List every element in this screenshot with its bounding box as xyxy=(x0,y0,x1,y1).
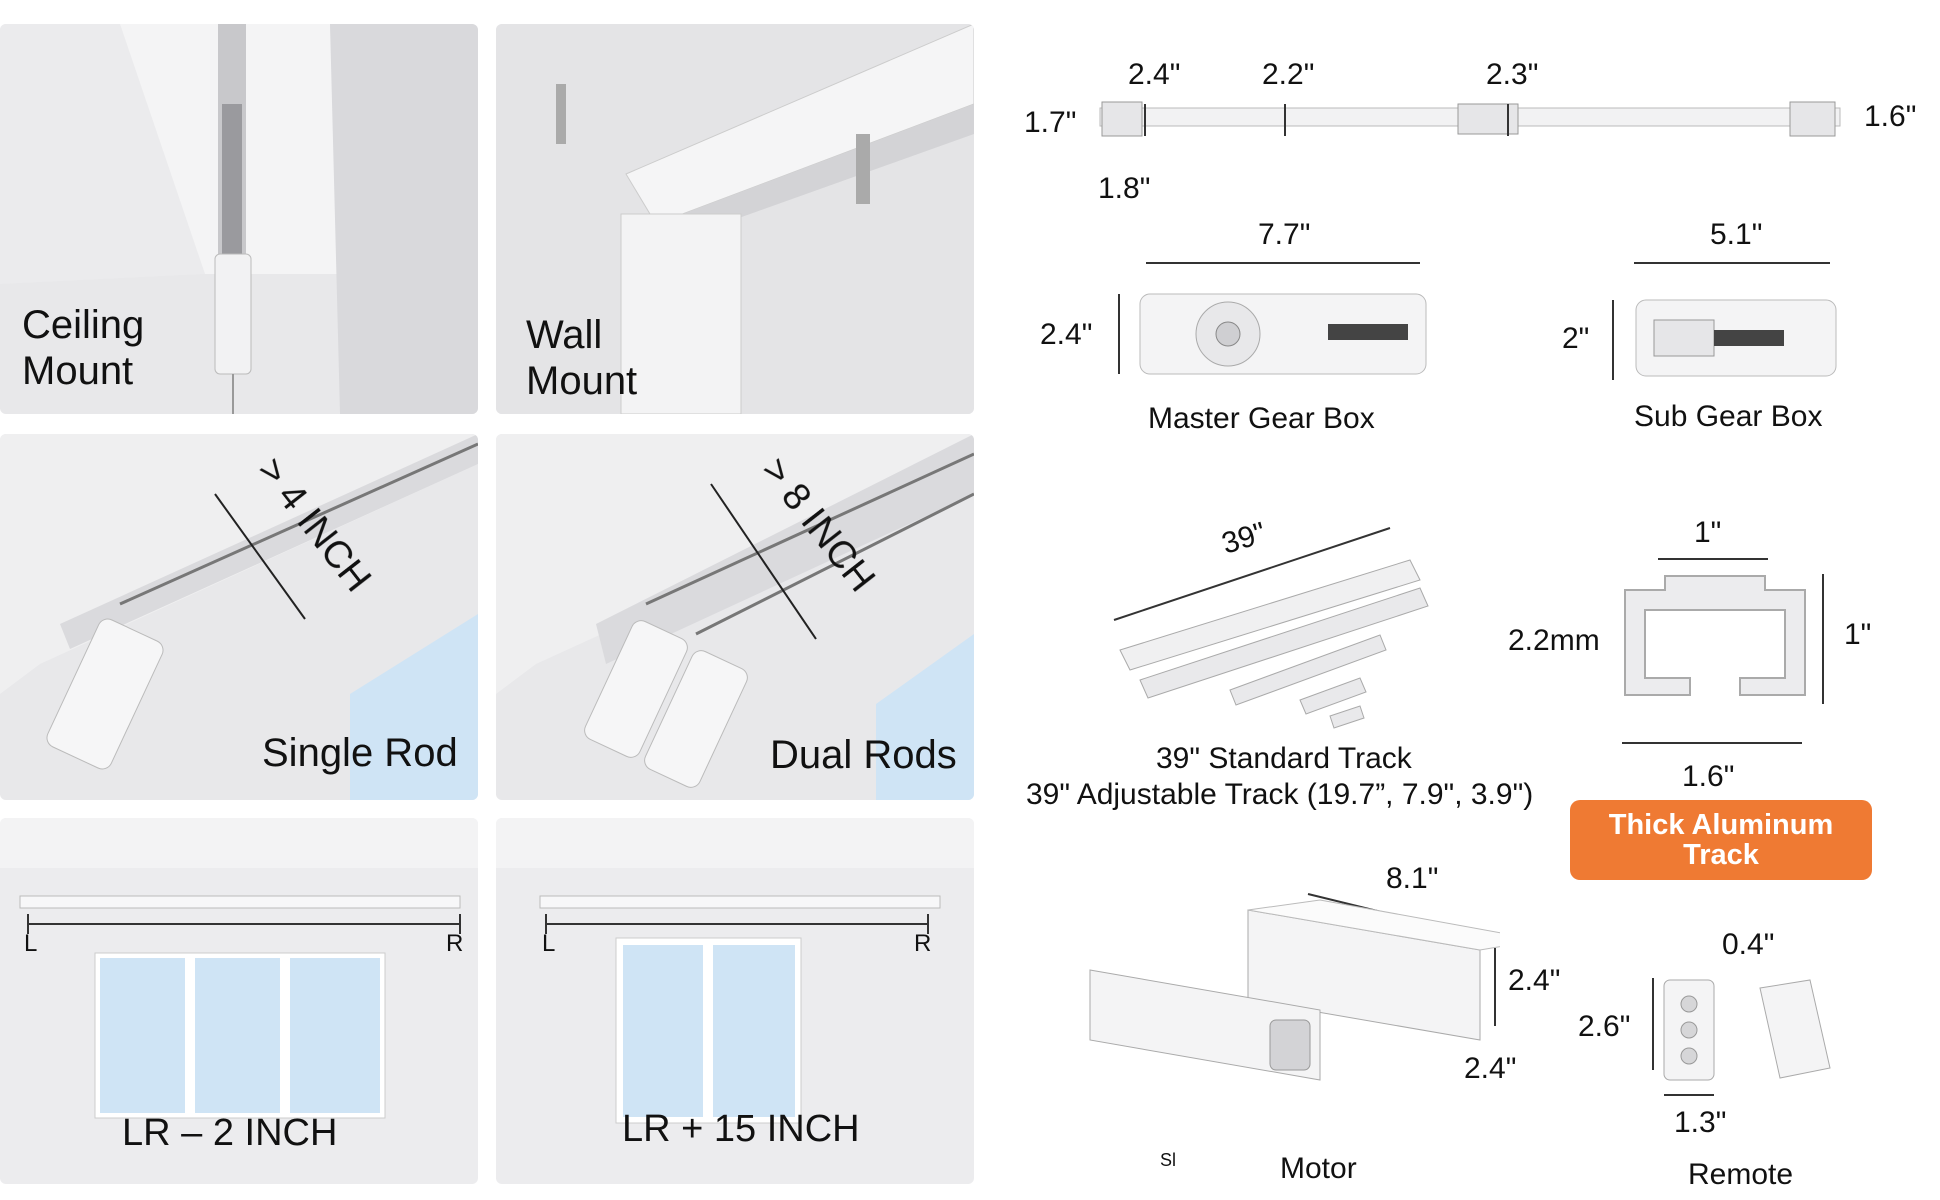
motor-label: Motor xyxy=(1280,1152,1357,1185)
ceiling-mount-illustration xyxy=(0,24,478,414)
sub-gear-box-image xyxy=(1635,299,1837,377)
rail-right-height: 1.6" xyxy=(1864,100,1917,133)
motor-image xyxy=(1089,893,1500,1081)
master-height: 2.4" xyxy=(1040,318,1093,351)
remote-width: 1.3" xyxy=(1674,1106,1727,1139)
single-rod-panel: > 4 INCH Single Rod xyxy=(0,434,478,800)
sub-width: 5.1" xyxy=(1710,218,1763,251)
wall-mount-illustration xyxy=(496,24,974,414)
motor-small-text: Sl xyxy=(1160,1150,1177,1170)
track-pieces-image xyxy=(1113,527,1429,729)
rail-dim-2: 2.2" xyxy=(1262,58,1315,91)
sub-gear-box-label: Sub Gear Box xyxy=(1634,400,1823,433)
lr-minus-panel: L R LR – 2 INCH xyxy=(0,818,478,1184)
master-gear-box-label: Master Gear Box xyxy=(1148,402,1375,435)
remote-label: Remote xyxy=(1688,1158,1794,1191)
motor-length: 8.1" xyxy=(1386,862,1439,895)
remote-height: 2.6" xyxy=(1578,1010,1631,1043)
motor-depth: 2.4" xyxy=(1464,1052,1517,1085)
wall-mount-label: Wall Mount xyxy=(526,313,638,403)
right-marker-2: R xyxy=(914,930,932,957)
dual-rods-panel: > 8 INCH Dual Rods xyxy=(496,434,974,800)
wall-mount-panel: Wall Mount xyxy=(496,24,974,414)
remote-image xyxy=(1663,979,1831,1081)
profile-wall-thickness: 2.2mm xyxy=(1508,624,1600,657)
thick-aluminum-track-badge: Thick Aluminum Track xyxy=(1570,800,1872,880)
lr-minus-label: LR – 2 INCH xyxy=(122,1112,338,1154)
remote-depth: 0.4" xyxy=(1722,928,1775,961)
dual-rods-illustration xyxy=(496,434,974,800)
profile-top: 1" xyxy=(1694,516,1722,549)
motor-height: 2.4" xyxy=(1508,964,1561,997)
single-rod-illustration xyxy=(0,434,478,800)
rail-drawing xyxy=(1099,101,1841,137)
profile-height: 1" xyxy=(1844,618,1872,651)
right-marker: R xyxy=(446,930,464,957)
master-width: 7.7" xyxy=(1258,218,1311,251)
track-caption-adjustable: 39" Adjustable Track (19.7”, 7.9", 3.9") xyxy=(1026,778,1534,811)
dual-rods-dimension-line xyxy=(710,483,817,640)
left-marker-2: L xyxy=(542,930,556,957)
lr-plus-label: LR + 15 INCH xyxy=(622,1108,860,1150)
track-caption-standard: 39" Standard Track xyxy=(1156,742,1412,775)
master-gear-box-image xyxy=(1139,293,1427,375)
aluminum-profile-image xyxy=(1624,575,1806,696)
lr-minus-illustration xyxy=(0,818,478,1119)
dual-rods-label: Dual Rods xyxy=(770,733,957,777)
lr-plus-illustration xyxy=(496,818,974,1124)
rail-bottom-dim: 1.8" xyxy=(1098,172,1151,205)
rail-left-height: 1.7" xyxy=(1024,106,1077,139)
ceiling-mount-panel: Ceiling Mount xyxy=(0,24,478,414)
single-rod-dimension-line xyxy=(214,493,306,620)
profile-width: 1.6" xyxy=(1682,760,1735,793)
rail-dim-1: 2.4" xyxy=(1128,58,1181,91)
lr-plus-panel: L R LR + 15 INCH xyxy=(496,818,974,1184)
rail-dim-3: 2.3" xyxy=(1486,58,1539,91)
single-rod-label: Single Rod xyxy=(262,731,458,775)
left-marker: L xyxy=(24,930,38,957)
ceiling-mount-label: Ceiling Mount xyxy=(22,303,145,393)
sub-height: 2" xyxy=(1562,322,1590,355)
